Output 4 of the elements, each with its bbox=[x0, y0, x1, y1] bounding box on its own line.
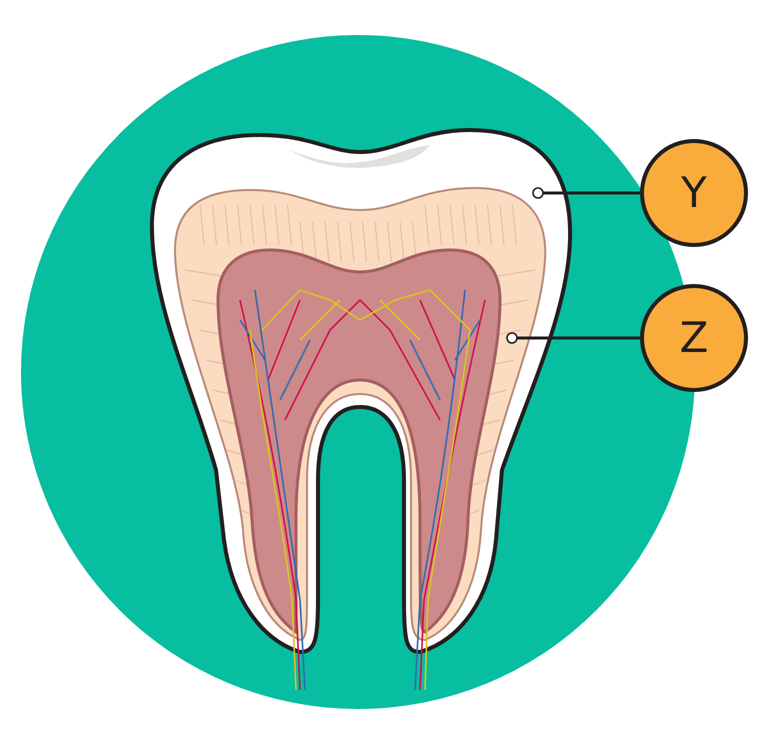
leader-line bbox=[506, 332, 640, 344]
callout-letter: Z bbox=[680, 317, 708, 359]
callout-letter: Y bbox=[681, 172, 707, 214]
leader-line bbox=[532, 187, 640, 199]
